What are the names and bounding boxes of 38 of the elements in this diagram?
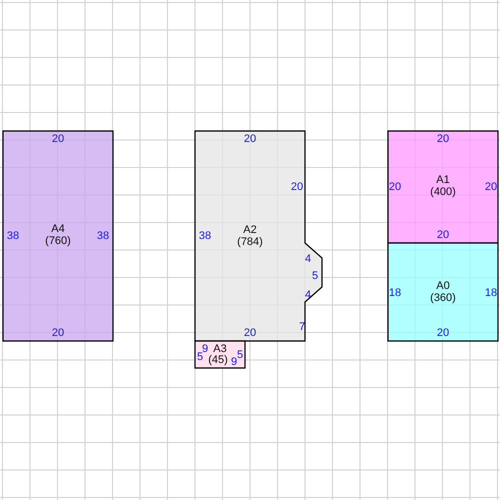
- area-size: (784): [237, 236, 263, 248]
- dimension-label: 20: [436, 133, 450, 145]
- dimension-label: 5: [312, 270, 318, 282]
- area-shape: [195, 341, 245, 368]
- dimension-label: 7: [298, 321, 306, 333]
- dimension-label: 20: [52, 327, 64, 339]
- dimension-label: 20: [388, 181, 402, 193]
- dimension-label: 9: [202, 343, 208, 355]
- area-size: (360): [430, 292, 456, 304]
- area-size: (760): [45, 235, 71, 247]
- dimension-label: 38: [96, 230, 110, 242]
- dimension-label: 5: [196, 351, 204, 363]
- area-shape: [388, 243, 498, 341]
- area-shape: [388, 131, 498, 243]
- dimension-label: 20: [244, 133, 256, 145]
- dimension-label: 4: [304, 289, 312, 301]
- dimension-label: 20: [244, 327, 256, 339]
- dimension-label: 4: [304, 253, 312, 265]
- area-name: A2: [243, 224, 257, 236]
- dimension-label: 9: [230, 356, 238, 368]
- dimension-label: 18: [484, 287, 498, 299]
- dimension-label: 20: [52, 133, 64, 145]
- area-size: (45): [208, 354, 228, 366]
- area-size: (400): [430, 186, 456, 198]
- area-shape: [195, 131, 322, 341]
- area-name: A3: [213, 343, 227, 355]
- dimension-label: 20: [436, 327, 450, 339]
- dimension-label: 38: [198, 230, 212, 242]
- area-name: A0: [436, 280, 450, 292]
- dimension-label: 20: [290, 181, 304, 193]
- dimension-label: 20: [484, 181, 498, 193]
- area-name: A1: [436, 174, 450, 186]
- dimension-label: 5: [236, 349, 244, 361]
- dimension-label: 20: [436, 229, 450, 241]
- area-name: A4: [51, 223, 65, 235]
- area-shape: [3, 131, 113, 341]
- dimension-label: 38: [6, 230, 20, 242]
- dimension-label: 18: [388, 287, 402, 299]
